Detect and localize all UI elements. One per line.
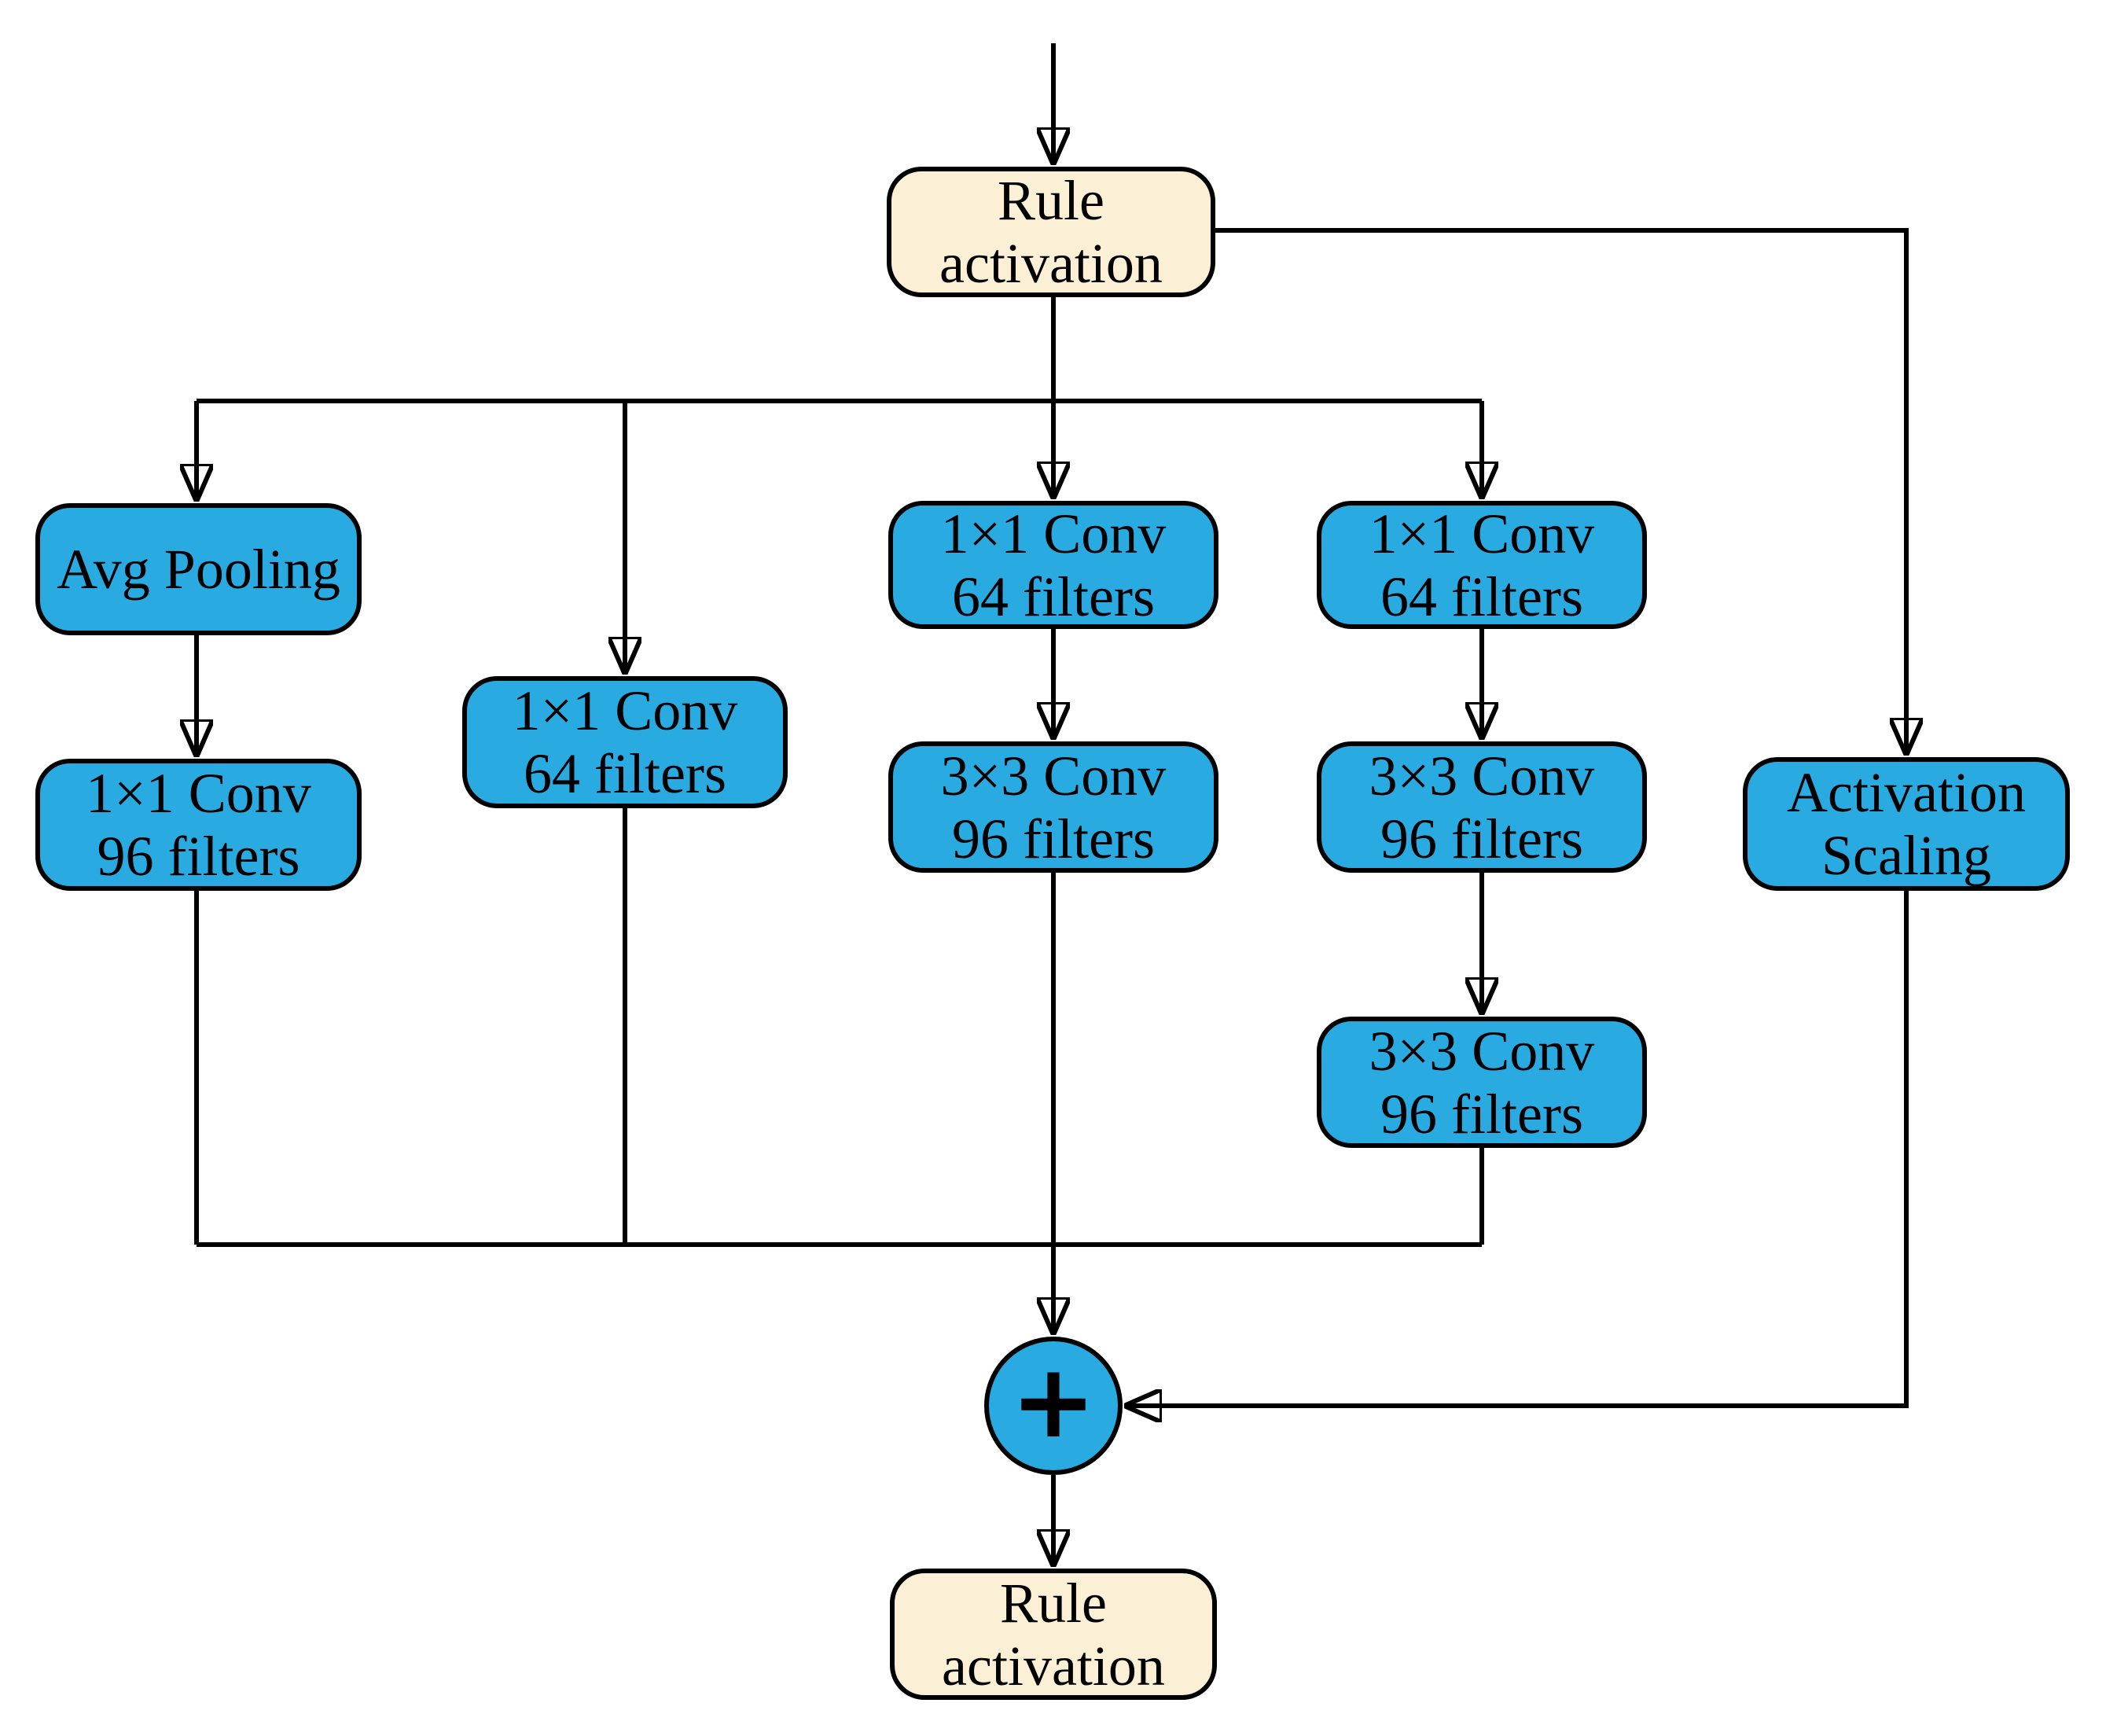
node-b3-conv2: 3×3 Conv 96 filters <box>888 741 1218 873</box>
node-label: 64 filters <box>1380 565 1583 628</box>
node-label: 96 filters <box>1380 807 1583 870</box>
node-label: 96 filters <box>97 825 300 888</box>
node-label: activation <box>939 232 1163 295</box>
node-label: Rule <box>998 169 1104 232</box>
node-label: 3×3 Conv <box>1369 1019 1595 1083</box>
sum-node: + <box>984 1337 1123 1475</box>
edge-skip-top <box>1215 228 1906 752</box>
node-label: 96 filters <box>1380 1082 1583 1146</box>
node-label: activation <box>942 1634 1165 1697</box>
node-activation-scaling: Activation Scaling <box>1743 757 2070 891</box>
node-b2-conv: 1×1 Conv 64 filters <box>462 676 788 808</box>
edge-skip-bottom <box>1127 891 1909 1406</box>
node-label: 3×3 Conv <box>1369 744 1595 807</box>
node-b1-conv: 1×1 Conv 96 filters <box>35 759 362 891</box>
node-label: Scaling <box>1821 824 1991 887</box>
plus-icon: + <box>1010 1341 1097 1461</box>
node-b4-conv2: 3×3 Conv 96 filters <box>1317 741 1647 873</box>
node-label: Activation <box>1787 761 2026 824</box>
node-label: 1×1 Conv <box>86 762 311 825</box>
node-label: Rule <box>1000 1571 1107 1635</box>
node-label: 96 filters <box>952 807 1155 870</box>
node-b4-conv1: 1×1 Conv 64 filters <box>1317 501 1647 629</box>
node-output-rule-activation: Rule activation <box>890 1569 1217 1700</box>
node-label: 1×1 Conv <box>512 679 738 742</box>
node-avg-pooling: Avg Pooling <box>35 503 362 635</box>
node-input-rule-activation: Rule activation <box>887 167 1215 297</box>
node-label: 3×3 Conv <box>940 744 1167 807</box>
node-label: 64 filters <box>524 742 726 805</box>
node-b4-conv3: 3×3 Conv 96 filters <box>1317 1017 1647 1148</box>
node-label: 64 filters <box>952 565 1155 628</box>
node-label: 1×1 Conv <box>1369 502 1595 565</box>
node-label: Avg Pooling <box>57 538 340 601</box>
node-label: 1×1 Conv <box>940 502 1167 565</box>
node-b3-conv1: 1×1 Conv 64 filters <box>888 501 1218 629</box>
